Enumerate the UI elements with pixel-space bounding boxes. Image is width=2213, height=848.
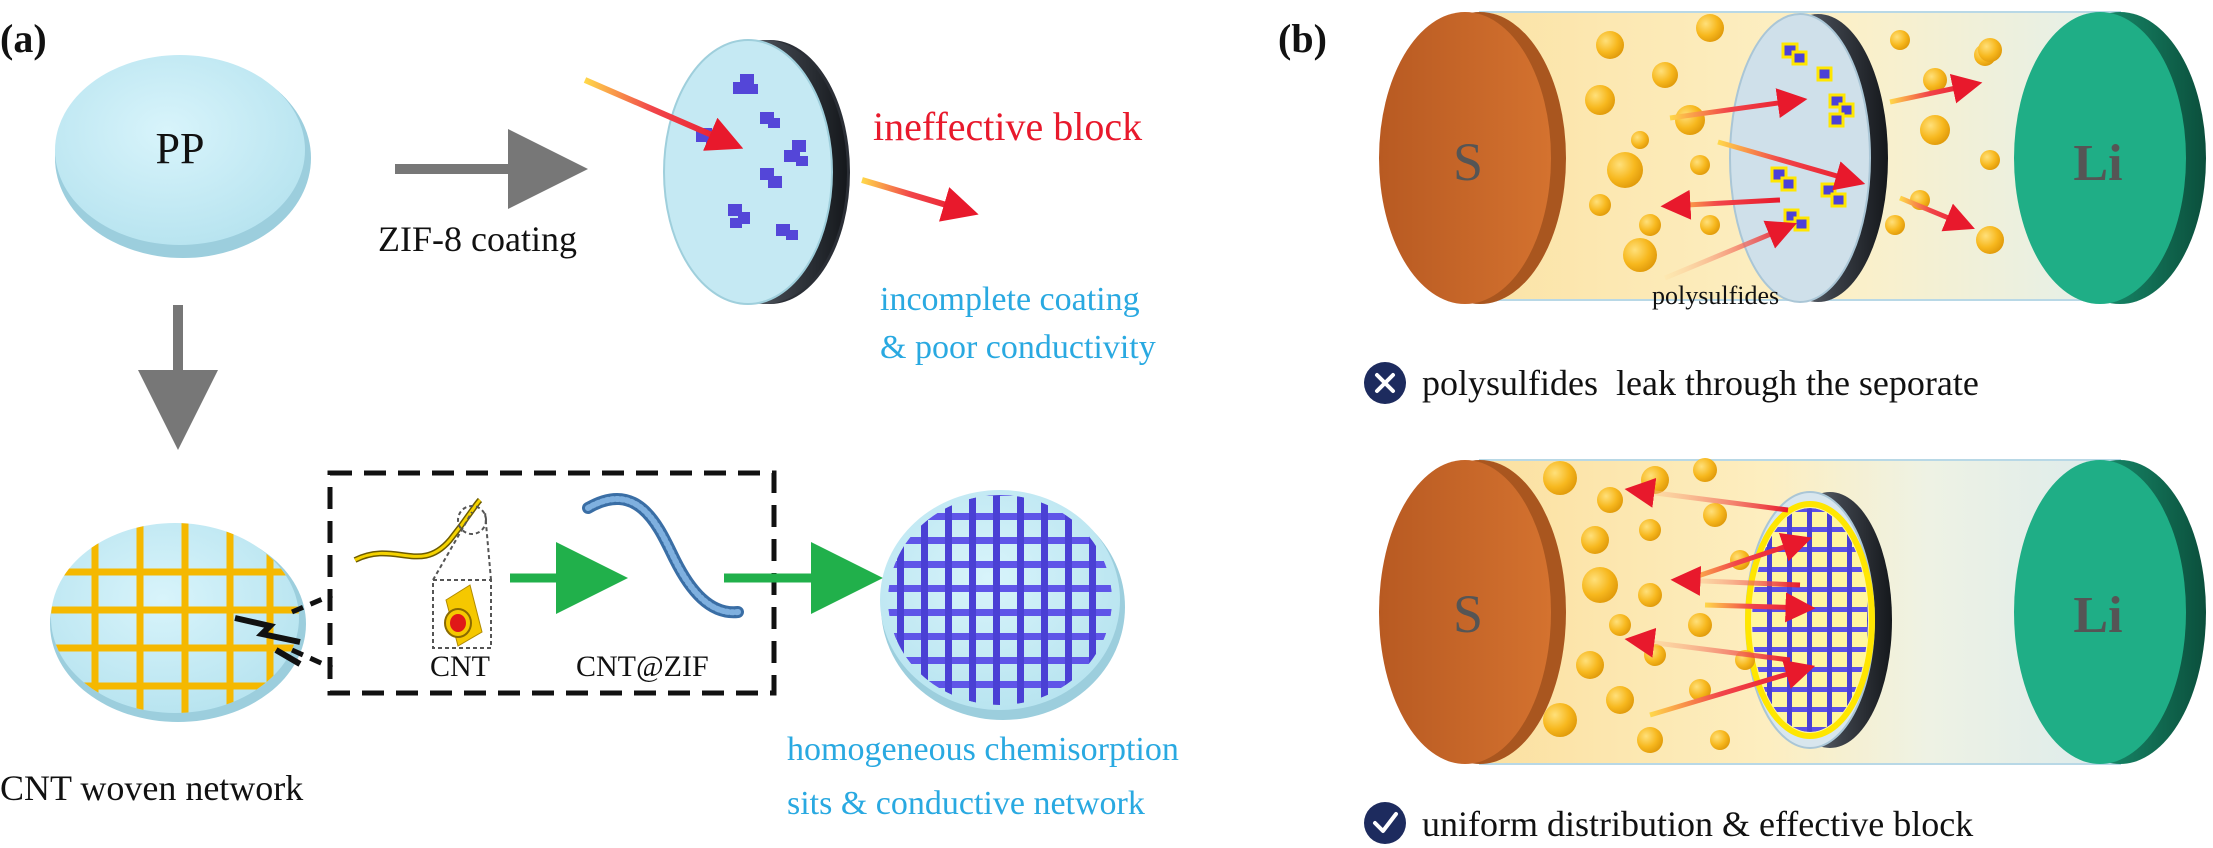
polysulfide-droplets-top xyxy=(1585,14,2004,272)
top-cell xyxy=(1379,11,2206,304)
zif-coating-label: ZIF-8 coating xyxy=(378,219,577,259)
cnt-tube-illustration xyxy=(353,497,492,649)
cnt-zif-mesh-separator xyxy=(1745,501,1875,739)
polysulfides-label: polysulfides xyxy=(1652,281,1779,310)
block-arrows-bottom xyxy=(1624,477,1816,718)
cnt-woven-disk xyxy=(50,523,306,722)
cnt-zif-mesh-disk xyxy=(880,490,1125,720)
zoom-connector-bottom xyxy=(290,647,334,671)
incomplete-coating-line2: & poor conductivity xyxy=(880,329,1156,366)
polysulfide-arrow-in xyxy=(583,77,744,151)
panel-b-label: (b) xyxy=(1278,16,1327,61)
ineffective-block-label: ineffective block xyxy=(873,104,1142,149)
cnt-network-label: CNT woven network xyxy=(0,768,303,808)
top-anode-label: Li xyxy=(2073,135,2122,192)
polysulfide-arrow-out xyxy=(861,177,979,222)
check-icon xyxy=(1364,802,1406,844)
cnt-zif-illustration xyxy=(582,493,744,619)
cnt-label: CNT xyxy=(430,650,490,683)
homogeneous-line2: sits & conductive network xyxy=(787,785,1145,822)
bottom-anode-label: Li xyxy=(2073,587,2122,644)
panel-a-label: (a) xyxy=(0,16,47,61)
bottom-cathode-label: S xyxy=(1453,584,1483,644)
bottom-caption: uniform distribution & effective block xyxy=(1422,804,1973,844)
homogeneous-line1: homogeneous chemisorption xyxy=(787,731,1179,768)
pp-label: PP xyxy=(156,124,205,173)
top-caption: polysulfides leak through the seporate xyxy=(1422,363,1979,403)
zoom-box xyxy=(327,470,777,696)
leak-arrows-top xyxy=(1660,73,1983,281)
cnt-zif-label: CNT@ZIF xyxy=(576,650,709,683)
pp-disk xyxy=(55,55,311,258)
zif8-coated-separator xyxy=(663,39,850,305)
zif-clusters-top xyxy=(1770,42,1855,232)
top-cathode-label: S xyxy=(1453,132,1483,192)
zoom-connector-top xyxy=(291,592,333,615)
cross-icon xyxy=(1364,362,1406,404)
incomplete-coating-line1: incomplete coating xyxy=(880,281,1140,318)
